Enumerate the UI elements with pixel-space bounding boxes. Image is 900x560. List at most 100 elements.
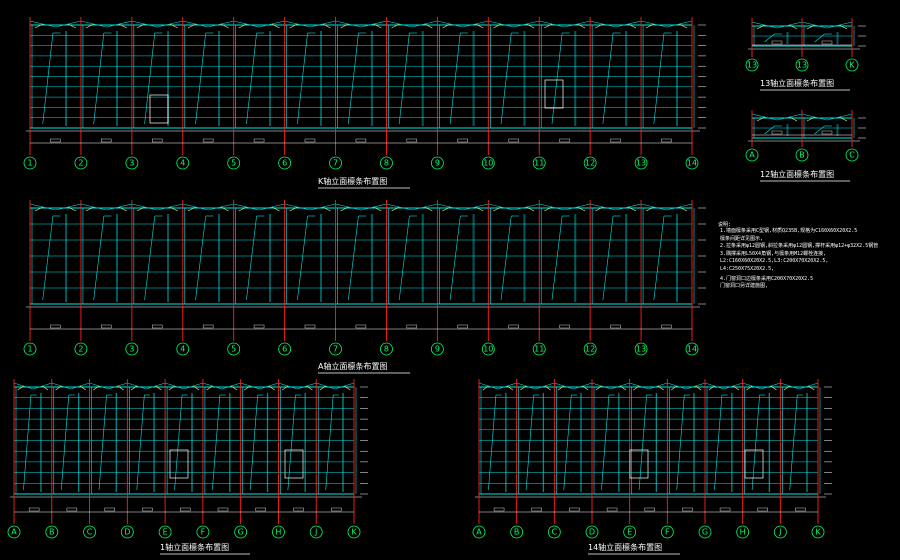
knee-brace: [628, 206, 637, 212]
grid-bubble: [698, 525, 712, 539]
knee-brace: [289, 23, 298, 29]
knee-brace: [391, 23, 400, 29]
knee-brace: [220, 206, 229, 212]
knee-brace: [646, 206, 654, 212]
dimension-tag: [104, 507, 115, 512]
dimension-tag: [569, 507, 580, 512]
grid-bubble-label: 2: [78, 159, 83, 168]
roof-slope: [157, 203, 183, 211]
knee-brace: [670, 385, 677, 391]
dimension-tag: [457, 324, 468, 329]
dimension-tag: [610, 324, 621, 329]
dimension-tag: [202, 138, 214, 143]
dimension-tag: [101, 138, 112, 143]
grid-bubble-label: 5: [231, 159, 236, 168]
note-line: 1.墙面檩条采用C型钢,材质Q235B,规格为C160X60X20X2.5: [720, 227, 857, 234]
knee-brace: [373, 206, 382, 212]
knee-brace: [34, 23, 43, 29]
knee-brace: [544, 385, 551, 391]
grid-bubble: [430, 342, 444, 356]
knee-brace: [544, 23, 553, 29]
diagonal-brace: [449, 32, 461, 125]
diagonal-brace: [287, 394, 296, 491]
grid-bubble: [309, 525, 323, 539]
grid-bubble-label: 6: [282, 345, 287, 354]
knee-brace: [657, 385, 664, 391]
grid-bubble: [125, 342, 139, 356]
dimension-tag: [180, 507, 191, 512]
grid-bubble-label: C: [87, 528, 93, 537]
knee-brace: [620, 385, 627, 391]
note-line: L4:C250X75X20X2.5,: [720, 266, 774, 272]
dimension-tag: [293, 507, 304, 512]
knee-brace: [17, 385, 24, 391]
knee-brace: [238, 206, 247, 212]
grid-bubble-label: 8: [384, 159, 389, 168]
roof-slope: [535, 382, 555, 390]
roof-slope: [316, 382, 336, 390]
grid-bubble: [125, 156, 139, 170]
knee-brace: [373, 23, 382, 29]
diagonal-brace: [42, 215, 54, 301]
diagonal-brace: [488, 394, 497, 491]
knee-brace: [628, 23, 637, 29]
grid-bubble-label: E: [163, 528, 168, 537]
diagonal-brace: [297, 215, 308, 301]
grid-bubble-label: D: [124, 528, 130, 537]
title-elev-A: A轴立面檩条布置图: [318, 361, 387, 371]
grid-bubble: [583, 156, 597, 170]
door-opening: [169, 449, 189, 479]
grid-bubble: [272, 525, 285, 539]
diagonal-brace: [398, 215, 410, 301]
dimension-tag: [757, 507, 768, 512]
grid-bubble: [685, 342, 699, 356]
grid-bubble: [329, 156, 342, 170]
knee-brace: [520, 385, 527, 391]
dimension-tag: [606, 507, 618, 512]
knee-brace: [220, 23, 229, 29]
grid-bubble: [278, 342, 292, 356]
diagonal-brace: [500, 215, 512, 301]
grid-bubble: [532, 342, 546, 356]
knee-brace: [93, 385, 100, 391]
knee-brace: [646, 23, 654, 29]
grid-bubble: [380, 342, 393, 356]
knee-brace: [695, 385, 702, 391]
knee-brace: [155, 385, 162, 391]
grid-bubble-label: D: [589, 528, 595, 537]
diagonal-brace: [676, 394, 685, 491]
knee-brace: [340, 23, 349, 29]
knee-brace: [789, 24, 798, 30]
diagonal-brace: [500, 32, 512, 125]
grid-bubble-label: 4: [180, 159, 185, 168]
dimension-tag: [304, 324, 316, 329]
grid-bubble-label: K: [351, 528, 357, 537]
dimension-tag: [28, 507, 40, 512]
grid-bubble: [634, 156, 648, 170]
dimension-tag: [821, 130, 833, 135]
grid-bubble: [83, 525, 96, 539]
grid-bubble: [481, 342, 495, 356]
knee-brace: [526, 206, 535, 212]
grid-bubble-label: 9: [435, 159, 440, 168]
grid-bubble-label: F: [201, 528, 206, 537]
grid-bubble: [45, 525, 59, 539]
knee-brace: [526, 23, 535, 29]
grid-bubble-label: J: [778, 528, 781, 537]
grid-bubble-label: K: [849, 61, 855, 70]
grid-bubble: [795, 148, 809, 162]
grid-bubble-label: G: [702, 528, 708, 537]
knee-brace: [595, 23, 604, 29]
knee-brace: [319, 385, 326, 391]
dimension-tag: [304, 138, 316, 143]
knee-brace: [708, 385, 715, 391]
dimension-tag: [821, 40, 833, 45]
knee-brace: [475, 23, 484, 29]
diagonal-brace: [602, 32, 614, 125]
dimension-tag: [661, 138, 672, 143]
knee-brace: [789, 116, 798, 122]
